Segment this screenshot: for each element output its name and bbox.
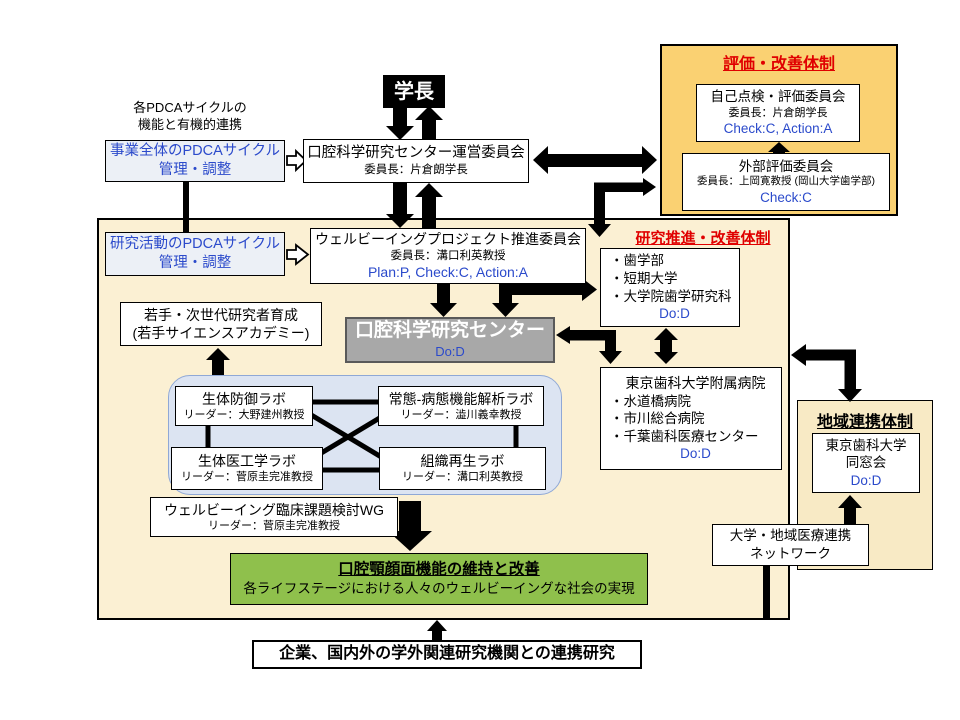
president-box: 学長	[383, 75, 445, 108]
lab-regeneration-box: 組織再生ラボ リーダー：溝口利英教授	[379, 447, 546, 490]
goal-subtitle: 各ライフステージにおける人々のウェルビーイングな社会の実現	[243, 581, 635, 597]
lab-analysis-leader: リーダー：澁川義幸教授	[400, 408, 522, 421]
external-evaluation-pdca: Check:C	[760, 189, 812, 205]
youth-line1: 若手・次世代研究者育成	[144, 306, 298, 323]
alumni-line2: 同窓会	[845, 455, 887, 471]
self-check-title: 自己点検・評価委員会	[710, 89, 846, 105]
faculty-item: ・歯学部	[610, 253, 664, 269]
arrow-external-to-main-icon	[427, 620, 447, 641]
wg-title: ウェルビーイング臨床課題検討WG	[163, 501, 385, 518]
lab-regeneration-leader: リーダー：溝口利英教授	[402, 471, 523, 484]
pdca-research-box: 研究活動のPDCAサイクル 管理・調整	[105, 232, 285, 276]
youth-line2: (若手サイエンスアカデミー)	[132, 325, 310, 341]
arrow-steering-to-president-icon	[415, 106, 443, 139]
research-center-title: 口腔科学研究センター	[354, 320, 545, 342]
lab-bioengineering-title: 生体医工学ラボ	[198, 453, 296, 470]
network-line2: ネットワーク	[750, 546, 831, 561]
alumni-box: 東京歯科大学 同窓会 Do:D	[812, 433, 920, 493]
promotion-committee-box: ウェルビーイングプロジェクト推進委員会 委員長：溝口利英教授 Plan:P, C…	[310, 228, 586, 284]
goal-box: 口腔顎顔面機能の維持と改善 各ライフステージにおける人々のウェルビーイングな社会…	[230, 553, 648, 605]
faculties-box: ・歯学部 ・短期大学 ・大学院歯学研究科 Do:D	[600, 248, 740, 327]
research-center-box: 口腔科学研究センター Do:D	[345, 317, 555, 363]
pdca-overall-box: 事業全体のPDCAサイクル 管理・調整	[105, 140, 285, 182]
pdca-overall-line2: 管理・調整	[158, 162, 232, 178]
alumni-line1: 東京歯科大学	[825, 437, 907, 453]
promotion-committee-title: ウェルビーイングプロジェクト推進委員会	[315, 231, 581, 248]
external-evaluation-chair: 委員長：上岡寛教授 (岡山大学歯学部)	[697, 175, 875, 188]
self-check-committee-box: 自己点検・評価委員会 委員長：片倉朗学長 Check:C, Action:A	[696, 84, 860, 142]
promotion-committee-pdca: Plan:P, Check:C, Action:A	[367, 264, 529, 281]
hospital-item: ・市川総合病院	[610, 411, 705, 427]
lab-regeneration-title: 組織再生ラボ	[420, 453, 505, 470]
network-box: 大学・地域医療連携 ネットワーク	[712, 524, 869, 566]
lab-defense-title: 生体防御ラボ	[202, 390, 286, 407]
wg-leader: リーダー：菅原圭完准教授	[208, 519, 340, 532]
regional-section-title: 地域連携体制	[816, 414, 913, 431]
faculties-pdca: Do:D	[659, 306, 690, 322]
self-check-chair: 委員長：片倉朗学長	[728, 106, 828, 119]
promotion-committee-chair: 委員長：溝口利英教授	[390, 249, 506, 262]
lab-analysis-title: 常態-病態機能解析ラボ	[388, 390, 534, 407]
wg-box: ウェルビーイング臨床課題検討WG リーダー：菅原圭完准教授	[150, 497, 398, 537]
hospital-title: 東京歯科大学附属病院	[625, 375, 766, 392]
arrow-president-to-steering-icon	[386, 108, 414, 140]
steering-committee-box: 口腔科学研究センター運営委員会 委員長：片倉朗学長	[303, 139, 529, 183]
alumni-pdca: Do:D	[850, 472, 882, 488]
research-system-title: 研究推進・改善体制	[635, 230, 771, 247]
faculty-item: ・短期大学	[610, 270, 678, 286]
arrow-steering-evaluation-icon	[533, 146, 657, 174]
external-evaluation-box: 外部評価委員会 委員長：上岡寛教授 (岡山大学歯学部) Check:C	[682, 153, 890, 211]
lab-analysis-box: 常態-病態機能解析ラボ リーダー：澁川義幸教授	[378, 386, 544, 426]
pdca-note-line2: 機能と有機的連携	[137, 116, 242, 132]
hospital-box: 東京歯科大学附属病院 ・水道橋病院 ・市川総合病院 ・千葉歯科医療センター Do…	[600, 367, 782, 470]
president-label: 学長	[394, 80, 434, 103]
pdca-research-line2: 管理・調整	[158, 255, 232, 271]
lab-defense-leader: リーダー：大野建州教授	[183, 408, 305, 421]
hospital-item: ・千葉歯科医療センター	[610, 428, 759, 444]
pdca-note-line1: 各PDCAサイクルの	[133, 100, 247, 115]
hospital-pdca: Do:D	[680, 446, 711, 462]
external-research-box: 企業、国内外の学外関連研究機関との連携研究	[252, 640, 642, 669]
steering-committee-title: 口腔科学研究センター運営委員会	[307, 145, 525, 162]
pdca-note: 各PDCAサイクルの 機能と有機的連携	[103, 100, 277, 134]
steering-committee-chair: 委員長：片倉朗学長	[364, 163, 468, 176]
lab-bioengineering-leader: リーダー：菅原圭完准教授	[181, 471, 313, 484]
faculty-item: ・大学院歯学研究科	[610, 288, 732, 304]
lab-defense-box: 生体防御ラボ リーダー：大野建州教授	[175, 386, 313, 426]
self-check-pdca: Check:C, Action:A	[723, 121, 833, 137]
external-research-label: 企業、国内外の学外関連研究機関との連携研究	[279, 645, 615, 663]
lab-bioengineering-box: 生体医工学ラボ リーダー：菅原圭完准教授	[171, 447, 323, 490]
goal-title: 口腔顎顔面機能の維持と改善	[338, 561, 540, 579]
research-center-pdca: Do:D	[435, 343, 465, 359]
arrow-main-regional-elbow-icon	[791, 344, 862, 402]
pdca-research-line1: 研究活動のPDCAサイクル	[109, 236, 281, 253]
network-line1: 大学・地域医療連携	[729, 528, 852, 544]
evaluation-section-title: 評価・改善体制	[722, 56, 835, 73]
youth-development-box: 若手・次世代研究者育成 (若手サイエンスアカデミー)	[120, 302, 322, 346]
pdca-overall-line1: 事業全体のPDCAサイクル	[109, 143, 281, 160]
external-evaluation-title: 外部評価委員会	[738, 158, 834, 174]
hospital-item: ・水道橋病院	[610, 393, 691, 409]
